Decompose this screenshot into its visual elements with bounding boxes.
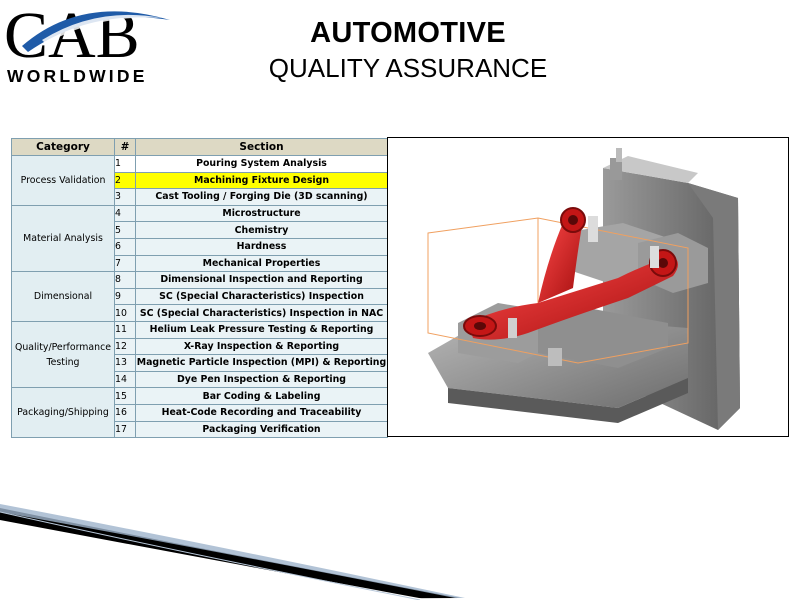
row-number: 14 (114, 370, 136, 389)
machining-fixture-render (387, 137, 789, 437)
header-number: # (114, 138, 136, 156)
section-cell: Pouring System Analysis (135, 155, 388, 173)
category-cell: Quality/Performance Testing (11, 320, 115, 389)
table-row: 5 Chemistry (12, 221, 388, 239)
logo-letters: CAB (4, 0, 140, 72)
page-title: AUTOMOTIVE (310, 17, 506, 49)
row-number: 16 (114, 403, 136, 422)
section-cell: SC (Special Characteristics) Inspection … (135, 304, 388, 322)
section-cell: SC (Special Characteristics) Inspection (135, 287, 388, 306)
row-number: 13 (114, 354, 136, 372)
cab-worldwide-logo: CAB WORLDWIDE (2, 0, 174, 88)
category-cell: Material Analysis (11, 204, 115, 273)
table-row: 17 Packaging Verification (12, 420, 388, 439)
section-cell: Hardness (135, 237, 388, 256)
section-cell: Helium Leak Pressure Testing & Reporting (135, 320, 388, 339)
section-cell: Heat-Code Recording and Traceability (135, 403, 388, 422)
table-row-highlighted: 2 Machining Fixture Design (12, 171, 388, 190)
section-cell: Mechanical Properties (135, 254, 388, 273)
table-row: Dimensional 8 Dimensional Inspection and… (11, 271, 388, 322)
row-number: 5 (114, 221, 136, 239)
quality-assurance-table: Category # Section Process Validation 1 … (11, 138, 388, 439)
table-row: 7 Mechanical Properties (12, 254, 388, 273)
page-subtitle: QUALITY ASSURANCE (268, 53, 548, 83)
table-row: Material Analysis 4 Microstructure (11, 204, 388, 273)
row-number: 12 (114, 337, 136, 356)
row-number: 6 (114, 237, 136, 256)
table-row: Process Validation 1 Pouring System Anal… (11, 155, 388, 206)
section-cell: X-Ray Inspection & Reporting (135, 337, 388, 356)
row-number: 2 (114, 171, 136, 190)
row-number: 15 (114, 387, 136, 405)
row-number: 10 (114, 304, 136, 322)
table-row: Quality/Performance Testing 11 Helium Le… (11, 320, 388, 389)
category-cell: Packaging/Shipping (11, 387, 115, 439)
row-number: 3 (114, 188, 136, 206)
row-number: 11 (114, 320, 136, 339)
section-cell: Machining Fixture Design (135, 171, 388, 190)
row-number: 1 (114, 155, 136, 173)
table-row: Packaging/Shipping 15 Bar Coding & Label… (11, 387, 388, 439)
table-row: 12 X-Ray Inspection & Reporting (12, 337, 388, 356)
section-cell: Dye Pen Inspection & Reporting (135, 370, 388, 389)
section-cell: Dimensional Inspection and Reporting (135, 271, 388, 289)
row-number: 17 (114, 420, 136, 439)
logo-tagline: WORLDWIDE (7, 66, 148, 86)
header-category: Category (11, 138, 115, 156)
section-cell: Microstructure (135, 204, 388, 223)
section-cell: Chemistry (135, 221, 388, 239)
table-header-row: Category # Section (11, 138, 388, 156)
section-cell: Cast Tooling / Forging Die (3D scanning) (135, 188, 388, 206)
category-cell: Process Validation (11, 155, 115, 206)
table-row: 9 SC (Special Characteristics) Inspectio… (12, 287, 388, 306)
row-number: 9 (114, 287, 136, 306)
decorative-swoosh (0, 504, 465, 600)
header-section: Section (135, 138, 388, 156)
row-number: 4 (114, 204, 136, 223)
category-cell: Dimensional (11, 271, 115, 322)
row-number: 7 (114, 254, 136, 273)
section-cell: Packaging Verification (135, 420, 388, 439)
section-cell: Bar Coding & Labeling (135, 387, 388, 405)
section-cell: Magnetic Particle Inspection (MPI) & Rep… (135, 354, 388, 372)
row-number: 8 (114, 271, 136, 289)
